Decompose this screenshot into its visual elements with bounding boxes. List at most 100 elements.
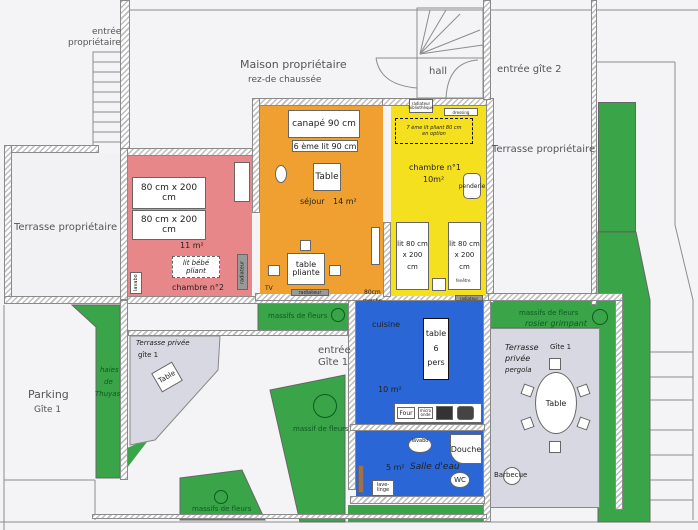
hedge-label-3: Thuyas [95,390,121,398]
shower: Douche [450,434,482,464]
bathroom-area: 5 m² [386,463,405,472]
wall-terrace-right-side [591,0,597,305]
parking-label: Parking [28,388,69,401]
gite1-entrance-label-1: entrée [318,345,351,356]
microwave-label-1: micro [419,408,432,413]
living-room-name: séjour [300,197,325,206]
bed-80-1-label-1: lit 80 cm [397,240,428,249]
garden-right-strip [598,102,636,232]
kitchen-table: table 6 pers [423,318,449,380]
owner-terrace-left [12,153,120,296]
microwave-label-2: onde [420,412,431,417]
chair [300,240,311,251]
wall-bath-bottom [350,496,485,504]
round-seat [275,165,287,183]
shelf-living [371,227,380,265]
sofa: canapé 90 cm [288,110,360,138]
terrace-right-table: Table [535,372,577,434]
chair [549,358,561,370]
kitchen-table-label-2: 6 [433,343,439,353]
wall-parking-right [120,300,128,480]
owner-entrance-label-1: entrée [92,27,122,37]
bedroom-2-area: 11 m² [180,241,204,250]
folding-table-label-2: pliante [292,268,320,277]
dressing: dressing [444,108,478,116]
living-table: Table [313,163,341,191]
owner-terrace-right-label: Terrasse propriétaire [492,144,596,155]
flowers-right-label: massifs de fleurs [519,309,579,317]
owner-entrance-label-2: propriétaire [68,38,121,48]
radiator-label: radiateur [411,100,431,106]
bedroom-1-name: chambre n°1 [409,163,461,172]
bedroom-1-area: 10m² [423,175,445,184]
wall-bedroom2-left [120,148,128,300]
kitchen-table-label-3: pers [427,358,445,368]
chair [549,441,561,453]
chair [329,265,341,276]
flower-icon [331,308,345,322]
seventh-bed: 7 ème lit pliant 80 cm en option [395,118,473,144]
sink [457,406,474,420]
kitchen-area: 10 m² [378,385,402,394]
baby-bed: lit bébé pliant [172,256,220,278]
kitchen-name: cuisine [372,320,401,329]
owner-house-title: Maison propriétaire [240,58,347,71]
interior-window-label: fenêtre [456,278,471,283]
barbecue [503,467,521,485]
cooktop [436,406,453,420]
terrace-right-sub: Gîte 1 [550,343,572,351]
wall-bottom-strip [92,514,487,519]
hedge-label-1: haies [100,366,119,374]
bed-80-1: lit 80 cm x 200 cm [396,222,429,290]
seventh-bed-label-1: 7 ème lit pliant 80 cm [406,125,462,131]
bed-80-1-label-2: x 200 cm [402,251,423,271]
gite1-entrance-label-2: Gîte 1 [318,357,349,368]
terrace-right-title-1: Terrasse [505,343,539,352]
library-label: bibliothèque [408,105,434,110]
bath-lavabo: lavabo [408,437,432,453]
folding-table-label-1: table [295,259,317,269]
living-room-area: 14 m² [333,197,357,206]
washing-machine: lave- linge [372,480,394,496]
washer-label-1: lave- [376,481,390,488]
bedroom-2-name: chambre n°2 [172,283,224,292]
washer-label-2: linge [376,487,390,493]
terrace-right-title-2: privée [505,354,531,363]
terrace-left-sub: gîte 1 [138,351,159,359]
flowers-bottom-label: massifs de fleurs [192,505,252,513]
wall-kitchen-left [348,300,356,490]
sixth-bed: 6 ème lit 90 cm [292,140,358,152]
bed-80-2-label-2: x 200 cm [454,251,475,271]
terrace-left-title: Terrasse privée [136,339,190,347]
owner-house-sub: rez-de chaussée [248,75,322,85]
radiator-living: radiateur [291,289,329,296]
bathroom-name: Salle d'eau [410,462,460,472]
wall-right-top [488,293,623,301]
chair [268,265,280,276]
rose-label: rosier grimpant [525,319,587,328]
bed-80-2-label-1: lit 80 cm [449,240,480,249]
radiator-bed1: radiateur [455,295,483,301]
wall-living-bed1 [383,222,391,297]
parking-sub: Gîte 1 [34,405,62,415]
oven: Four [397,407,415,419]
radiator-library: radiateur bibliothèque [409,99,433,113]
owner-terrace-left-label: Terrasse propriétaire [14,222,118,233]
seventh-bed-label-2: en option [422,131,446,137]
wardrobe: penderie [459,173,485,199]
radiator-bath [358,465,364,493]
gite2-entrance-label: entrée gîte 2 [497,64,562,75]
barbecue-label: Barbecue [494,471,528,479]
tree-icon [313,394,337,418]
flowers-mid-label: massif de fleurs [293,425,349,433]
tv-label: TV [265,285,273,292]
kitchen-table-label-1: table [425,329,447,339]
wall-kitchen-divider [350,424,485,431]
wall-hall-right [483,0,491,100]
wc: WC [450,472,470,488]
hall-label: hall [429,66,448,77]
bed-1: 80 cm x 200 cm [132,177,206,209]
flower-icon [214,490,228,504]
flowers-top-label: massifs de fleurs [268,312,328,320]
